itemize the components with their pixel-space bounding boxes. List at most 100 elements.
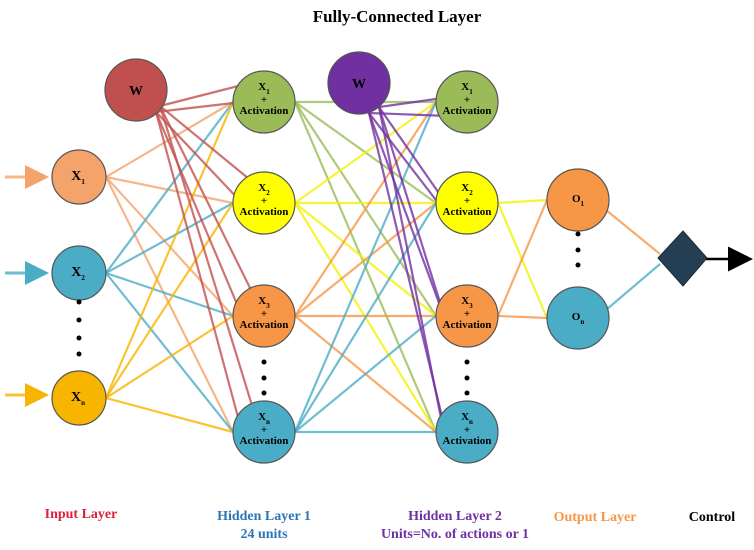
output-node-1-label-sub: 1 [581, 200, 585, 208]
input-ellipsis-dot [76, 299, 82, 305]
h1-node-2-label: X2 [258, 182, 270, 197]
h1-node-1-label: X1 [258, 81, 270, 96]
edge-w2-h2 [368, 111, 450, 118]
h1-node-4-label-main: X [258, 411, 266, 423]
h2-node-1-label-main: X [461, 81, 469, 93]
h2-node-2 [435, 171, 499, 235]
h2-ellipsis-dot [464, 375, 470, 381]
hidden-layer-1-label: Hidden Layer 1 [217, 509, 311, 524]
hidden-layer-2-units: Units=No. of actions or 1 [381, 527, 529, 542]
input-node-2-label-main: X [71, 265, 81, 280]
edge-h2-output [497, 198, 548, 205]
edge-h1-h2 [294, 101, 437, 317]
input-node-1-label-sub: 1 [81, 178, 85, 186]
h2-node-3 [435, 284, 499, 348]
h2-node-3-label: X3 [461, 295, 473, 310]
edge-input-h1 [104, 101, 235, 399]
input-node-3-label-main: X [71, 390, 81, 405]
h1-node-4-label-sub: n [266, 418, 270, 426]
diagram-title: Fully-Connected Layer [313, 7, 482, 26]
h2-node-1 [435, 70, 499, 134]
h1-node-3-label: X3 [258, 295, 270, 310]
h2-node-3-activation: Activation [443, 319, 492, 331]
output-node-2-label: On [572, 311, 585, 326]
output-node-2-label-sub: n [580, 318, 584, 326]
edge-w1-h1 [154, 111, 244, 317]
output-node-2-label-main: O [572, 311, 581, 323]
h2-ellipsis-dot [464, 359, 470, 365]
h2-node-4 [435, 400, 499, 464]
h2-node-4-plus: + [464, 424, 470, 436]
edge-w1-h1 [159, 105, 255, 184]
output-node-2 [546, 286, 610, 350]
input-ellipsis-dot [76, 335, 82, 341]
edge-h1-h2 [294, 202, 437, 317]
h2-node-4-label: Xn [461, 411, 473, 426]
h1-node-1-activation: Activation [240, 105, 289, 117]
edge-h1-h2 [294, 101, 437, 204]
h1-node-2 [232, 171, 296, 235]
input-node-3 [51, 370, 107, 426]
edge-input-h1 [105, 315, 234, 399]
output-ellipsis-dot [575, 247, 581, 253]
edge-input-h1 [105, 271, 234, 318]
h1-ellipsis-dot [261, 390, 267, 396]
weight-node-1 [104, 58, 168, 122]
edge-w1-h1 [159, 105, 255, 297]
h1-node-2-activation: Activation [240, 206, 289, 218]
h1-ellipsis-dot [261, 359, 267, 365]
h1-node-4-plus: + [261, 424, 267, 436]
input-ellipsis-dot [76, 317, 82, 323]
h1-node-3 [232, 284, 296, 348]
h2-ellipsis-dot [464, 390, 470, 396]
h2-node-2-plus: + [464, 195, 470, 207]
output-layer-label: Output Layer [554, 510, 637, 525]
output-ellipsis-dot [575, 231, 581, 237]
h1-node-3-label-main: X [258, 295, 266, 307]
h2-node-3-label-main: X [461, 295, 469, 307]
h1-node-1-label-sub: 1 [266, 88, 270, 96]
output-node-1-label-main: O [572, 193, 581, 205]
input-node-1-label: X1 [71, 169, 85, 186]
hidden-layer-2-label: Hidden Layer 2 [408, 509, 502, 524]
edge-input-h1 [105, 101, 234, 274]
h2-node-2-label-main: X [461, 182, 469, 194]
input-node-3-label-sub: n [81, 399, 85, 407]
weight-node-2 [327, 51, 391, 115]
h2-node-2-label-sub: 2 [469, 189, 473, 197]
input-node-2-label: X2 [71, 265, 85, 282]
output-node-1 [546, 168, 610, 232]
edge-w2-h2 [367, 112, 451, 447]
input-node-3-label: Xn [71, 390, 85, 407]
h2-node-1-label: X1 [461, 81, 473, 96]
control-diamond [657, 230, 708, 287]
edge-w1-h1 [158, 105, 256, 413]
edge-w2-h2 [367, 112, 451, 331]
h1-ellipsis-dot [261, 375, 267, 381]
edge-w2-h2 [378, 106, 444, 200]
output-node-1-label: O1 [572, 193, 585, 208]
h2-node-1-plus: + [464, 94, 470, 106]
ellipsis-dots [76, 231, 581, 396]
h2-node-2-label: X2 [461, 182, 473, 197]
h1-node-4 [232, 400, 296, 464]
h1-node-2-plus: + [261, 195, 267, 207]
edge-w1-h1 [154, 111, 244, 433]
edge-w1-h1 [155, 100, 243, 114]
h1-node-3-plus: + [261, 308, 267, 320]
input-ellipsis-dot [76, 351, 82, 357]
h2-node-1-activation: Activation [443, 105, 492, 117]
h2-node-3-plus: + [464, 308, 470, 320]
output-ellipsis-dot [575, 262, 581, 268]
h1-node-2-label-main: X [258, 182, 266, 194]
input-node-1-label-main: X [71, 169, 81, 184]
h2-node-1-label-sub: 1 [469, 88, 473, 96]
edge-output-control [605, 209, 661, 255]
edge-input-h1 [105, 175, 234, 205]
edge-output-control [605, 263, 661, 311]
h2-node-2-activation: Activation [443, 206, 492, 218]
input-node-1 [51, 149, 107, 205]
connection-edges [5, 80, 753, 447]
